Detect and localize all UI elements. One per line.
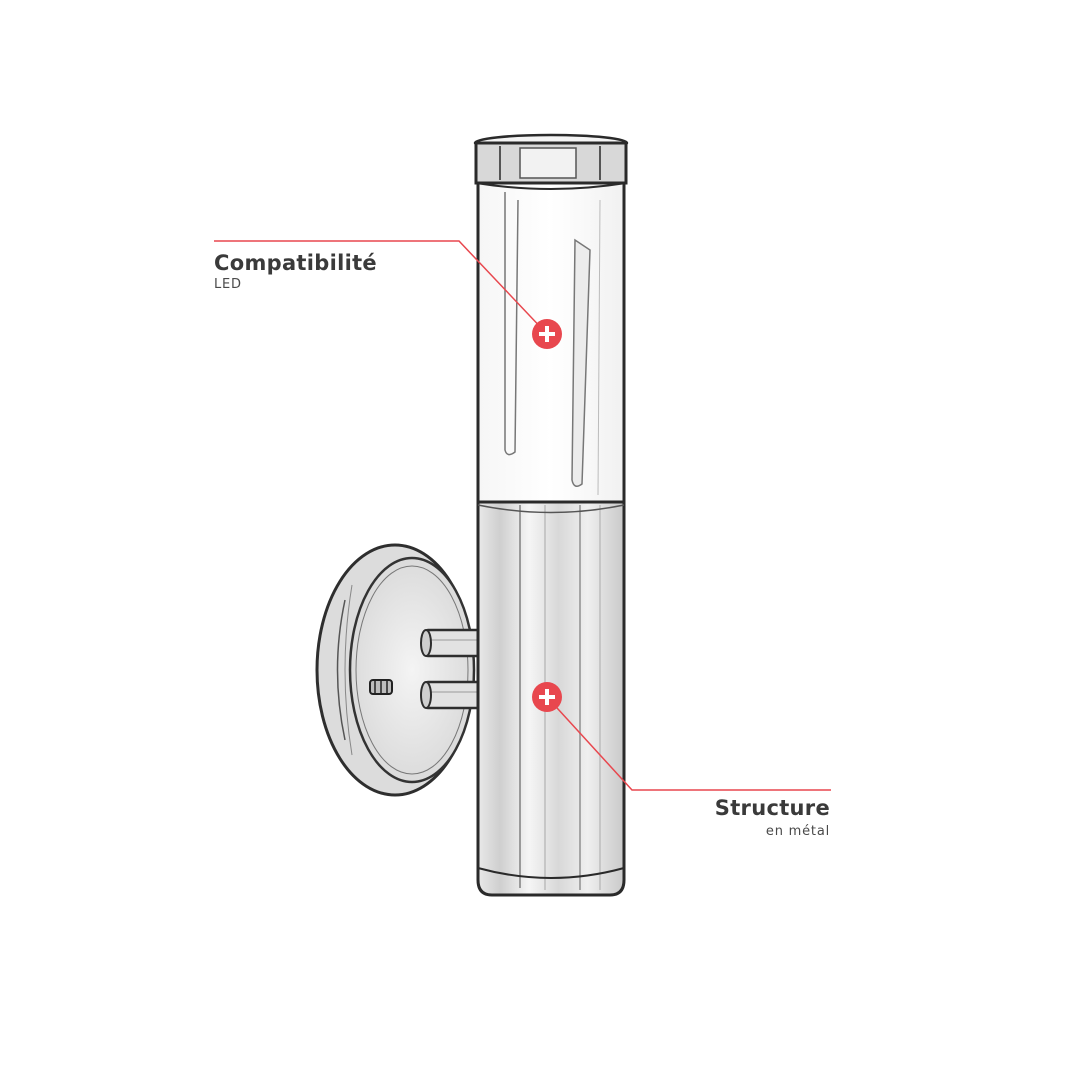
- screw: [369, 679, 393, 695]
- top-cap: [473, 133, 629, 190]
- callout-line-compatibility: [214, 240, 548, 335]
- wall-plate: [315, 543, 476, 797]
- hotspot-structure-plus-icon[interactable]: [532, 682, 562, 712]
- callout-line-structure: [546, 696, 831, 791]
- callout-subtitle-compatibility: LED: [214, 277, 242, 292]
- hotspot-compatibility-plus-icon[interactable]: [532, 319, 562, 349]
- callout-subtitle-structure: en métal: [765, 824, 830, 839]
- callout-title-structure: Structure: [714, 796, 830, 820]
- callout-title-compatibility: Compatibilité: [214, 251, 377, 275]
